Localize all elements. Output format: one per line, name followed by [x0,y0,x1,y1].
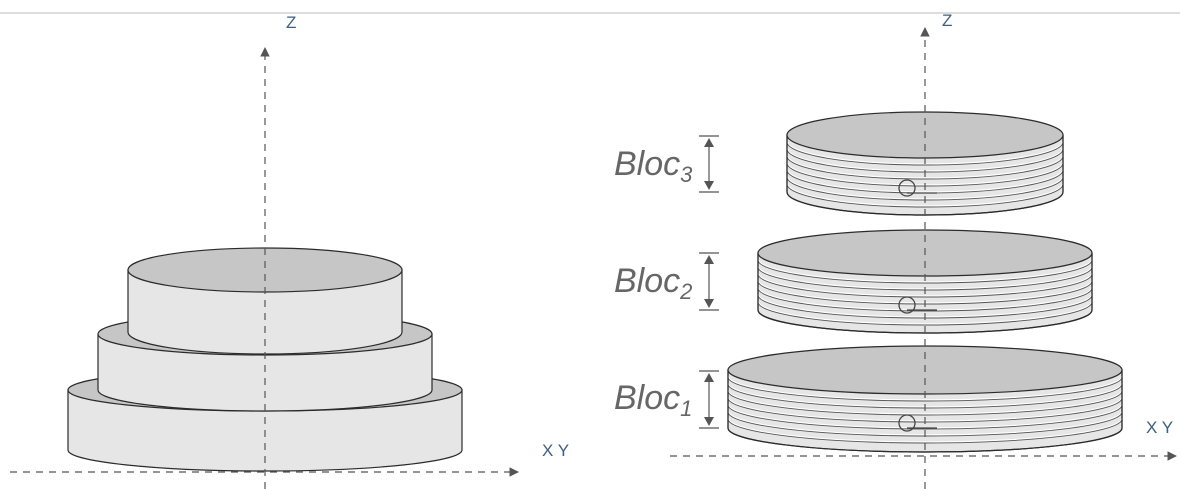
bloc1-label: Bloc1 [614,379,692,421]
right-z-axis-label: Z [942,11,952,30]
right-disk-bloc3 [786,111,1064,216]
bloc1-height-marker [699,370,719,429]
left-xy-axis-label: X Y [542,441,569,460]
bloc2-label: Bloc2 [614,262,692,304]
bloc2-origin-marker [898,296,916,314]
bloc3-height-marker [699,135,719,193]
right-xy-axis-label: X Y [1146,418,1173,437]
left-z-axis-label: Z [286,13,296,32]
bloc3-origin-marker [898,179,916,197]
bloc3-label: Bloc3 [614,145,693,187]
bloc2-height-marker [699,252,719,311]
right-diagram: Z X Y Bloc3 [614,11,1177,489]
left-diagram: Z X Y [10,13,569,489]
bloc1-origin-marker [898,414,916,432]
